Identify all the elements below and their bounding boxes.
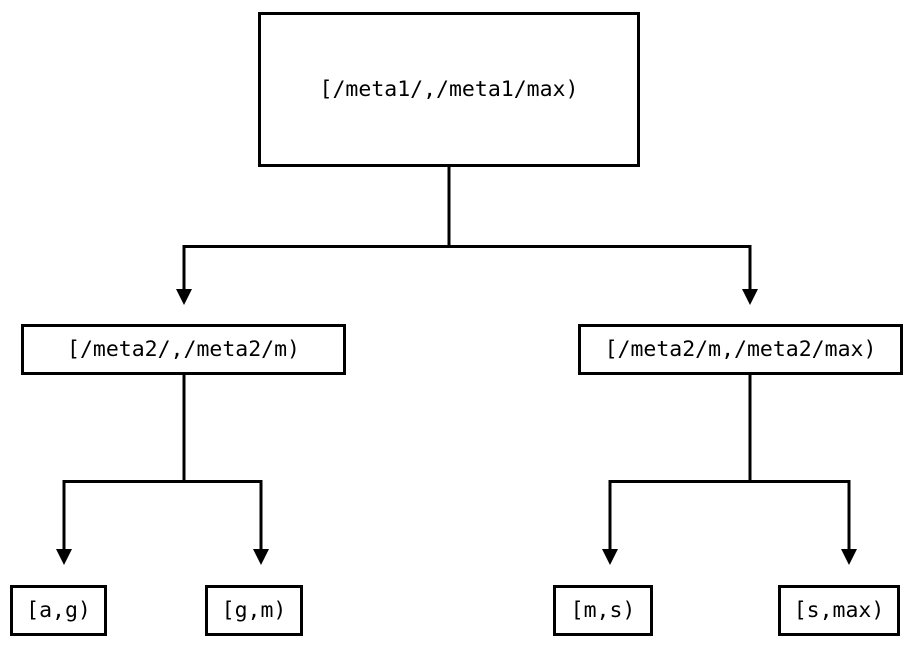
- tree-node-label: [g,m): [221, 597, 287, 623]
- tree-node-leaf-gm[interactable]: [g,m): [205, 585, 303, 636]
- edge-path: [182, 167, 451, 289]
- edge-path: [608, 375, 752, 549]
- down-arrow-icon: [176, 289, 192, 305]
- edge-mid-right-to-leaf-smax: [748, 375, 857, 565]
- edge-mid-left-to-leaf-gm: [182, 375, 269, 565]
- tree-node-label: [/meta2/,/meta2/m): [67, 336, 300, 362]
- tree-node-mid-left[interactable]: [/meta2/,/meta2/m): [21, 324, 346, 375]
- tree-node-label: [/meta2/m,/meta2/max): [604, 336, 877, 362]
- down-arrow-icon: [56, 549, 72, 565]
- edge-path: [447, 167, 752, 289]
- tree-node-leaf-ms[interactable]: [m,s): [553, 585, 653, 636]
- edge-path: [182, 375, 263, 549]
- tree-node-label: [a,g): [26, 597, 91, 623]
- down-arrow-icon: [742, 289, 758, 305]
- tree-node-label: [/meta1/,/meta1/max): [319, 76, 579, 102]
- edge-root-to-mid-left: [176, 167, 451, 305]
- edge-root-to-mid-right: [447, 167, 758, 305]
- edge-mid-left-to-leaf-ag: [56, 375, 186, 565]
- tree-node-label: [s,max): [793, 597, 885, 623]
- tree-node-leaf-ag[interactable]: [a,g): [10, 585, 107, 636]
- tree-node-mid-right[interactable]: [/meta2/m,/meta2/max): [578, 324, 903, 375]
- edge-path: [62, 375, 186, 549]
- tree-node-leaf-smax[interactable]: [s,max): [778, 585, 900, 636]
- tree-node-root[interactable]: [/meta1/,/meta1/max): [258, 12, 640, 167]
- tree-node-label: [m,s): [570, 597, 636, 623]
- down-arrow-icon: [602, 549, 618, 565]
- edge-path: [748, 375, 851, 549]
- edge-mid-right-to-leaf-ms: [602, 375, 752, 565]
- down-arrow-icon: [253, 549, 269, 565]
- down-arrow-icon: [841, 549, 857, 565]
